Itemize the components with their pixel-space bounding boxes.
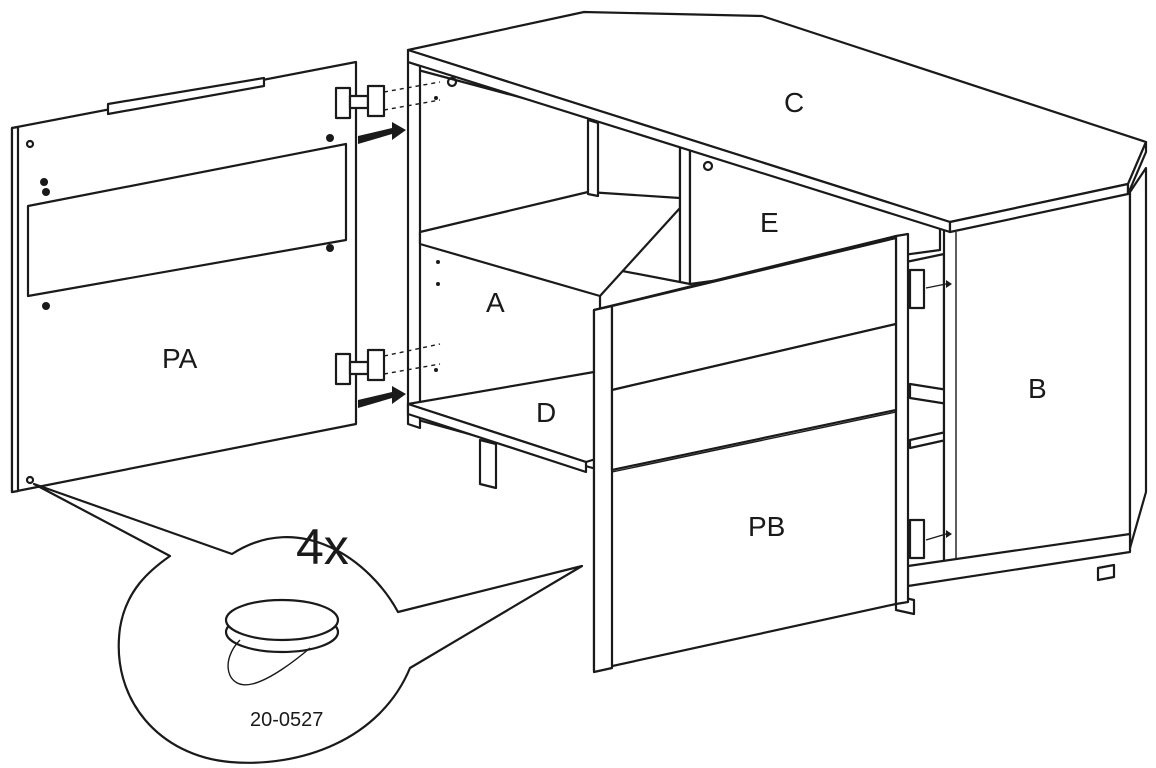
hinge-mount — [366, 348, 386, 382]
top-panel-c-corner-edge — [1126, 140, 1148, 196]
bumper-part-top — [224, 598, 340, 642]
hinge-guide-line — [383, 81, 441, 93]
arrow-small-icon — [946, 280, 952, 288]
hinge-top-right — [908, 268, 952, 310]
shelf-pin-hole — [436, 260, 440, 264]
arrow-right-icon — [358, 122, 406, 144]
label-quantity: 4x — [296, 519, 349, 575]
hinge-pointer — [925, 533, 947, 541]
hinge-arm — [348, 94, 370, 110]
label-top-panel-c: C — [784, 87, 804, 118]
cabinet-left-side — [406, 60, 422, 430]
callout-bubble — [32, 482, 584, 764]
label-shelf-d: D — [536, 397, 556, 428]
hinge-hole — [702, 160, 714, 172]
arrow-small-icon — [946, 530, 952, 538]
hinge-guide-line — [383, 343, 441, 357]
label-part-number: 20-0527 — [250, 709, 323, 731]
center-divider — [586, 118, 600, 198]
bumper-part-adhesive — [227, 639, 311, 686]
label-compartment-a: A — [486, 287, 505, 318]
door-pb-divider — [611, 411, 897, 473]
door-pa-edge — [10, 125, 20, 494]
door-pa-bumper-hole — [25, 139, 35, 149]
door-pb-right-edge — [894, 232, 910, 606]
hinge-pointer — [925, 283, 947, 289]
hinge-guide-line — [383, 99, 441, 111]
hinge-hole — [446, 76, 458, 88]
cabinet-leg-right — [1096, 563, 1116, 582]
shelf-pin-hole — [434, 96, 438, 100]
hinge-bottom-left — [334, 343, 441, 408]
label-side-panel-b: B — [1028, 373, 1047, 404]
door-pb-left-edge — [592, 304, 614, 674]
hinge-plate — [334, 86, 352, 120]
door-pb — [592, 232, 910, 674]
side-panel-b-edge — [1128, 166, 1148, 550]
hinge-plate — [908, 518, 926, 560]
bottom-shelf-d-edge — [406, 402, 588, 474]
label-door-pb: PB — [748, 511, 785, 542]
door-pa — [10, 60, 358, 494]
hinge-top-left — [334, 81, 441, 144]
center-divider-right — [678, 138, 692, 286]
door-pa-bumper-hole — [25, 475, 35, 485]
door-pa-clip — [42, 302, 50, 310]
label-door-pa: PA — [162, 343, 198, 374]
door-pa-recess — [26, 142, 348, 298]
door-pb-middle-section — [610, 322, 898, 472]
hinge-plate — [908, 268, 926, 310]
hinge-bottom-right — [908, 518, 952, 560]
hinge-plate — [334, 352, 352, 386]
cabinet-leg-left — [478, 438, 498, 490]
door-pa-clip — [326, 134, 334, 142]
door-pa-handle — [106, 76, 266, 116]
shelf-pin-hole — [434, 368, 438, 372]
hinge-guide-line — [383, 363, 441, 375]
door-pa-clip — [326, 244, 334, 252]
hinge-arm — [348, 360, 370, 376]
label-compartment-e: E — [760, 207, 779, 238]
door-pa-clip — [40, 178, 49, 200]
door-pa-clip — [42, 188, 50, 196]
hinge-mount — [366, 84, 386, 118]
shelf-pin-hole — [436, 282, 440, 286]
arrow-right-icon — [358, 386, 406, 408]
